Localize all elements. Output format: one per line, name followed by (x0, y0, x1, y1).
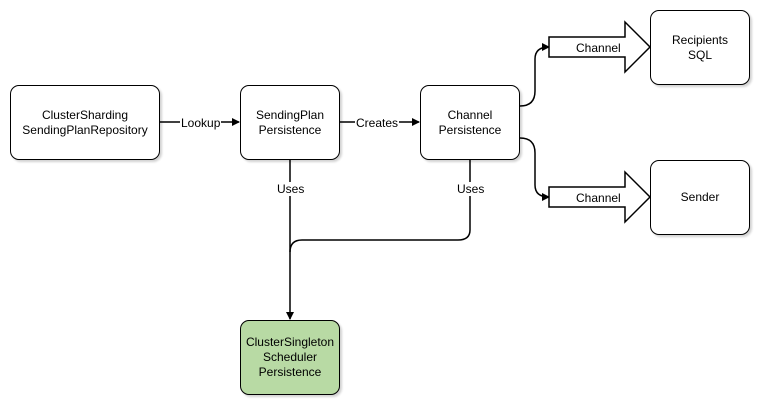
node-channel: Channel Persistence (420, 85, 520, 160)
node-sender-label: Sender (680, 190, 720, 204)
edge-label-uses-right: Uses (456, 182, 486, 196)
node-recipients: Recipients SQL (650, 10, 750, 85)
edge-channel-sender-line (519, 137, 550, 201)
edge-label-uses-left: Uses (276, 182, 306, 196)
node-cluster-singleton: ClusterSingleton Scheduler Persistence (240, 320, 340, 395)
node-channel-label: Channel Persistence (438, 107, 502, 137)
edge-label-creates: Creates (355, 116, 400, 130)
node-cluster-sharding-label: ClusterSharding SendingPlanRepository (22, 107, 148, 137)
channel-bottom-block-arrow (548, 170, 652, 224)
node-cluster-singleton-label: ClusterSingleton Scheduler Persistence (245, 335, 335, 379)
node-cluster-sharding: ClusterSharding SendingPlanRepository (10, 85, 160, 160)
edge-channel-recipients-line (519, 43, 550, 107)
edge-uses-right-line (289, 160, 471, 253)
node-sending-plan-label: SendingPlan Persistence (255, 107, 325, 137)
channel-top-block-arrow (548, 20, 652, 74)
node-recipients-label: Recipients SQL (671, 32, 729, 62)
node-sender: Sender (650, 160, 750, 235)
channel-top-arrow-label: Channel (576, 41, 621, 55)
node-sending-plan: SendingPlan Persistence (240, 85, 340, 160)
edge-label-lookup: Lookup (180, 116, 222, 130)
channel-bottom-arrow-label: Channel (576, 191, 621, 205)
